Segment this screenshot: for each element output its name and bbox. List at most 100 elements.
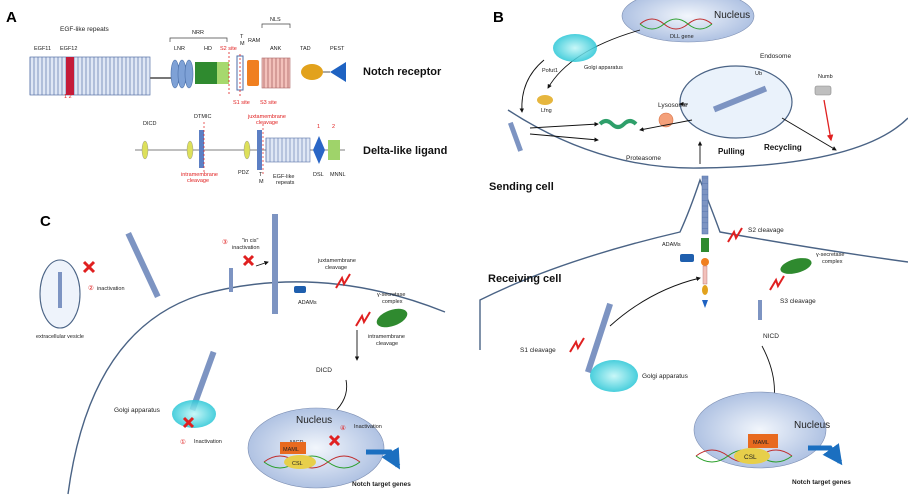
sending-cell-label: Sending cell [489,181,554,193]
panel-label-b: B [493,9,504,26]
nrr-bracket [169,37,228,42]
receptor-pest [702,300,708,308]
nls-bracket [261,23,291,28]
pdz-label: PDZ [238,170,250,176]
inactivation4-label: Inactivation [354,424,382,430]
cis-ligand [229,268,233,292]
adams-label: ADAMs [662,242,681,248]
receptor-tad [702,285,708,295]
dsl-label: DSL [313,172,324,178]
ligand-egf-frame [265,137,311,163]
ligand-pdz [243,140,251,160]
s3-site-label: S3 site [260,100,277,106]
tad-domain [301,64,323,80]
pofut1-label: Pofut1 [542,68,558,74]
dicd-pdz [141,140,149,160]
adams-label-c: ADAMs [298,300,317,306]
target-dna-c-strand [263,455,361,469]
egf11-12-highlight [66,57,74,95]
receiving-cell-label: Receiving cell [488,273,561,285]
endosome-label: Endosome [760,53,791,60]
proteasome-label: Proteasome [626,155,661,162]
golgi-c [172,400,216,428]
csl-factor-c [284,455,316,469]
receptor-ank [702,265,708,285]
lfng-label: Lfng [541,108,552,114]
vesicle-ligand [58,272,62,308]
dicd-label: DICD [143,121,156,127]
maml-label-c: MAML [283,447,299,453]
dsl-domain [313,136,325,164]
s1-lightning [569,337,585,353]
ligand-egf-repeats [265,137,311,163]
golgi-to-membrane-arrow-b [609,276,701,327]
panel-c-cis-inhibition: extracellular vesicle ② inactivation ③ "… [36,214,446,495]
csl-label: CSL [744,454,757,461]
inactivation1-number: ① [180,438,186,446]
gamma-secretase [780,258,812,274]
s1-site-label: S1 site [233,100,250,106]
golgi-receptor-c [189,350,217,412]
numb-label: Numb [818,74,833,80]
golgi-to-membrane-arrow [519,59,545,113]
endosome-ligand [712,85,768,113]
extracellular-vesicle-label: extracellular vesicle [36,334,84,340]
egf-one-two-label: 1 2 [64,94,72,100]
nrr-label: NRR [192,30,204,36]
inactivation4-number: ④ [340,424,346,432]
receptor-ram [701,258,709,266]
in-cis-label: "in cis"inactivation [232,238,260,251]
dtmic-tm [199,130,204,168]
membrane-ligand-left [507,121,523,152]
egf-repeats-label: EGF-like repeats [60,26,110,33]
s2-site-label: S2 site [220,46,237,52]
lysosome [658,112,674,128]
receiving-golgi [590,360,638,392]
maml-label: MAML [753,440,769,446]
panel-label-a: A [6,9,17,26]
s2-lightning [727,227,743,243]
inactivation1-label: Inactivation [194,439,222,445]
delta-like-ligand-label: Delta-like ligand [363,145,447,157]
receiving-cell-membrane [479,177,908,350]
nucleus-label-c: Nucleus [296,415,332,426]
notch-target-label-c: Notch target genes [352,481,411,488]
notch-receptor-label: Notch receptor [363,66,442,78]
egf-repeat-block [29,56,151,96]
mnnl-number-label: 2 [332,124,335,130]
lnr-domain-3 [184,59,194,89]
inactivation2-number: ② [88,284,94,292]
ank-label: ANK [270,46,282,52]
receiving-nucleus [693,391,827,469]
s2-cleavage-label: S2 cleavage [748,227,784,234]
nicd-fragment [758,300,762,320]
cell-c-membrane [67,281,446,495]
inactivation3-number: ③ [222,238,228,246]
ank-domain [261,57,291,89]
adams-enzyme [680,254,694,262]
dicd-label-c: DICD [316,367,332,374]
vesicle-target-receptor [125,232,161,298]
panel-label-c: C [40,213,51,230]
inactivation2-label: inactivation [97,286,125,292]
recycling-arrow [781,117,837,151]
cis-receptor [272,214,278,314]
juxtamembrane-lightning [335,273,351,289]
hd-domain [195,62,217,84]
egf12-label: EGF12 [60,46,77,52]
s1-cleavage-label: S1 cleavage [520,347,556,354]
notch-target-label-b: Notch target genes [792,479,851,486]
cis-block-icon [242,254,255,267]
golgi-label-b: Golgi apparatus [642,373,689,380]
pest-label: PEST [330,46,345,52]
sending-nucleus [621,0,755,43]
ub-label: Ub [755,71,762,77]
s3-cleavage-label: S3 cleavage [780,298,816,305]
